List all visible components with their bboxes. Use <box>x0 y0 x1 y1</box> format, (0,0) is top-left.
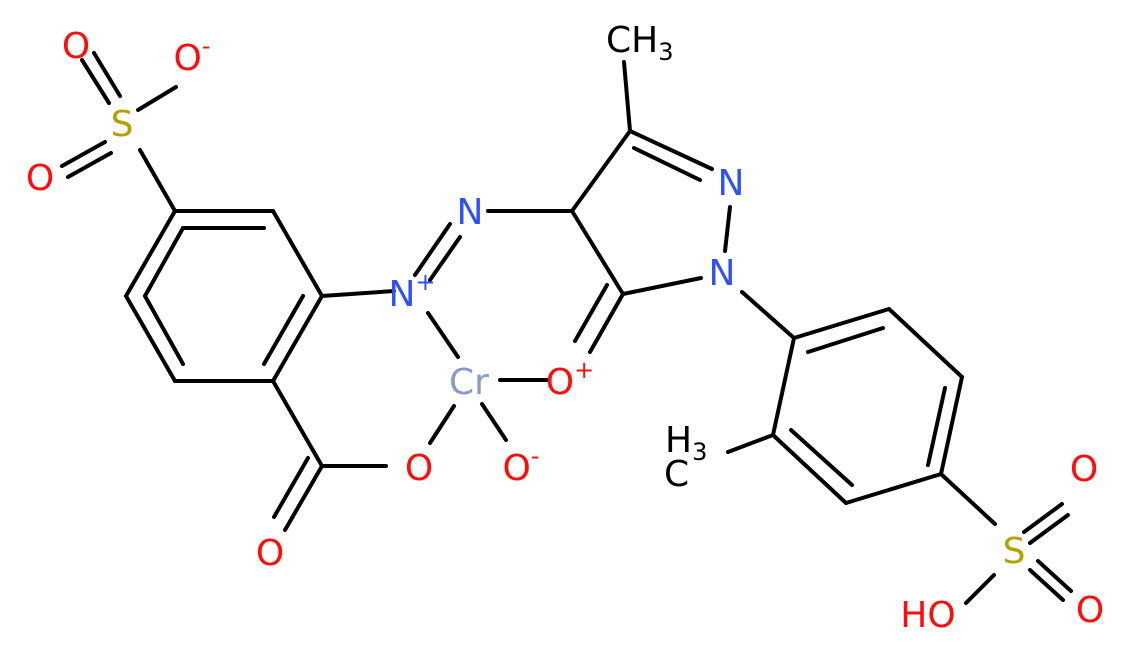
bond <box>480 402 508 442</box>
bond <box>789 428 854 487</box>
atom-symbol: N <box>388 274 415 315</box>
bond <box>428 404 456 445</box>
bond <box>622 60 632 133</box>
bond <box>262 294 305 366</box>
atom-ch3-bottom-carbon: C <box>664 454 689 495</box>
bond <box>320 289 396 298</box>
atom-ch3-top: CH3 <box>606 20 674 66</box>
atom-o-carbonyl: O <box>256 533 284 574</box>
bond <box>124 209 177 298</box>
bond <box>792 307 891 340</box>
bond-lines <box>60 51 1073 605</box>
atom-subscript: 3 <box>692 438 707 466</box>
bond <box>143 294 185 366</box>
bond <box>740 290 796 340</box>
bond <box>806 326 885 354</box>
bond <box>66 151 113 179</box>
atom-o-sulfo-right-top: O <box>1070 449 1098 490</box>
bond <box>771 433 848 505</box>
bond <box>632 146 702 182</box>
bond <box>136 85 178 112</box>
bond <box>570 209 625 296</box>
atom-o-carboxyl: O <box>405 448 433 489</box>
bond <box>428 235 462 282</box>
atom-symbol: H <box>665 420 692 461</box>
bond <box>80 58 111 105</box>
bond <box>1022 502 1064 534</box>
bond <box>143 226 185 298</box>
bond <box>1036 559 1073 593</box>
bond <box>426 311 460 359</box>
bond <box>271 294 324 383</box>
atom-symbol: CH <box>606 20 658 61</box>
atom-symbol: O <box>502 448 530 489</box>
atom-o-sulfonate-top: O- <box>173 32 210 79</box>
atom-s-left: S <box>111 104 134 145</box>
atom-o-plus: O+ <box>546 356 594 403</box>
atom-o-sulfonate-left: O <box>26 158 54 199</box>
bond <box>271 379 324 468</box>
atom-s-right: S <box>1003 531 1026 572</box>
bond <box>939 472 997 526</box>
bond <box>272 456 310 519</box>
bond <box>573 283 609 343</box>
atom-o-sulfo-right-bottom: O <box>1076 590 1104 631</box>
bond <box>726 433 775 454</box>
bond <box>570 129 632 213</box>
bond <box>723 205 732 253</box>
atom-symbol: O <box>173 38 201 79</box>
bond <box>1028 513 1070 545</box>
atom-n-azo: N <box>457 192 484 233</box>
atom-n-pyrazole-2: N <box>718 163 745 204</box>
bond <box>283 464 324 532</box>
bond <box>926 386 947 467</box>
bond <box>1028 568 1065 602</box>
bond <box>628 129 714 171</box>
bond <box>887 307 964 379</box>
bond <box>588 292 625 354</box>
atom-n-pyrazole-1: N <box>709 253 736 294</box>
atom-symbol: O <box>546 362 574 403</box>
bond <box>844 472 943 505</box>
atom-n-plus: N+ <box>388 268 435 315</box>
bond <box>138 148 177 213</box>
atom-o-minus: O- <box>502 442 539 489</box>
atom-ch3-bottom: H3 <box>665 420 707 466</box>
atom-o-sulfonate-top-left: O <box>62 26 90 67</box>
bond <box>939 375 964 476</box>
atom-charge: - <box>202 32 211 60</box>
atom-charge: - <box>531 442 540 470</box>
bond <box>413 222 452 277</box>
atom-charge: + <box>574 356 594 384</box>
atom-subscript: 3 <box>658 38 673 66</box>
bond <box>271 209 324 298</box>
atom-oh-sulfo: HO <box>900 595 955 636</box>
bond <box>771 336 796 437</box>
bond <box>60 140 107 168</box>
atom-cr: Cr <box>449 362 489 403</box>
bond <box>92 51 122 98</box>
bond <box>964 573 996 605</box>
bond <box>124 294 177 383</box>
bond <box>621 276 703 296</box>
atom-charge: + <box>415 268 435 296</box>
atom-labels: O- O S O CH3 N N N N+ O+ Cr O O- <box>26 20 1104 636</box>
